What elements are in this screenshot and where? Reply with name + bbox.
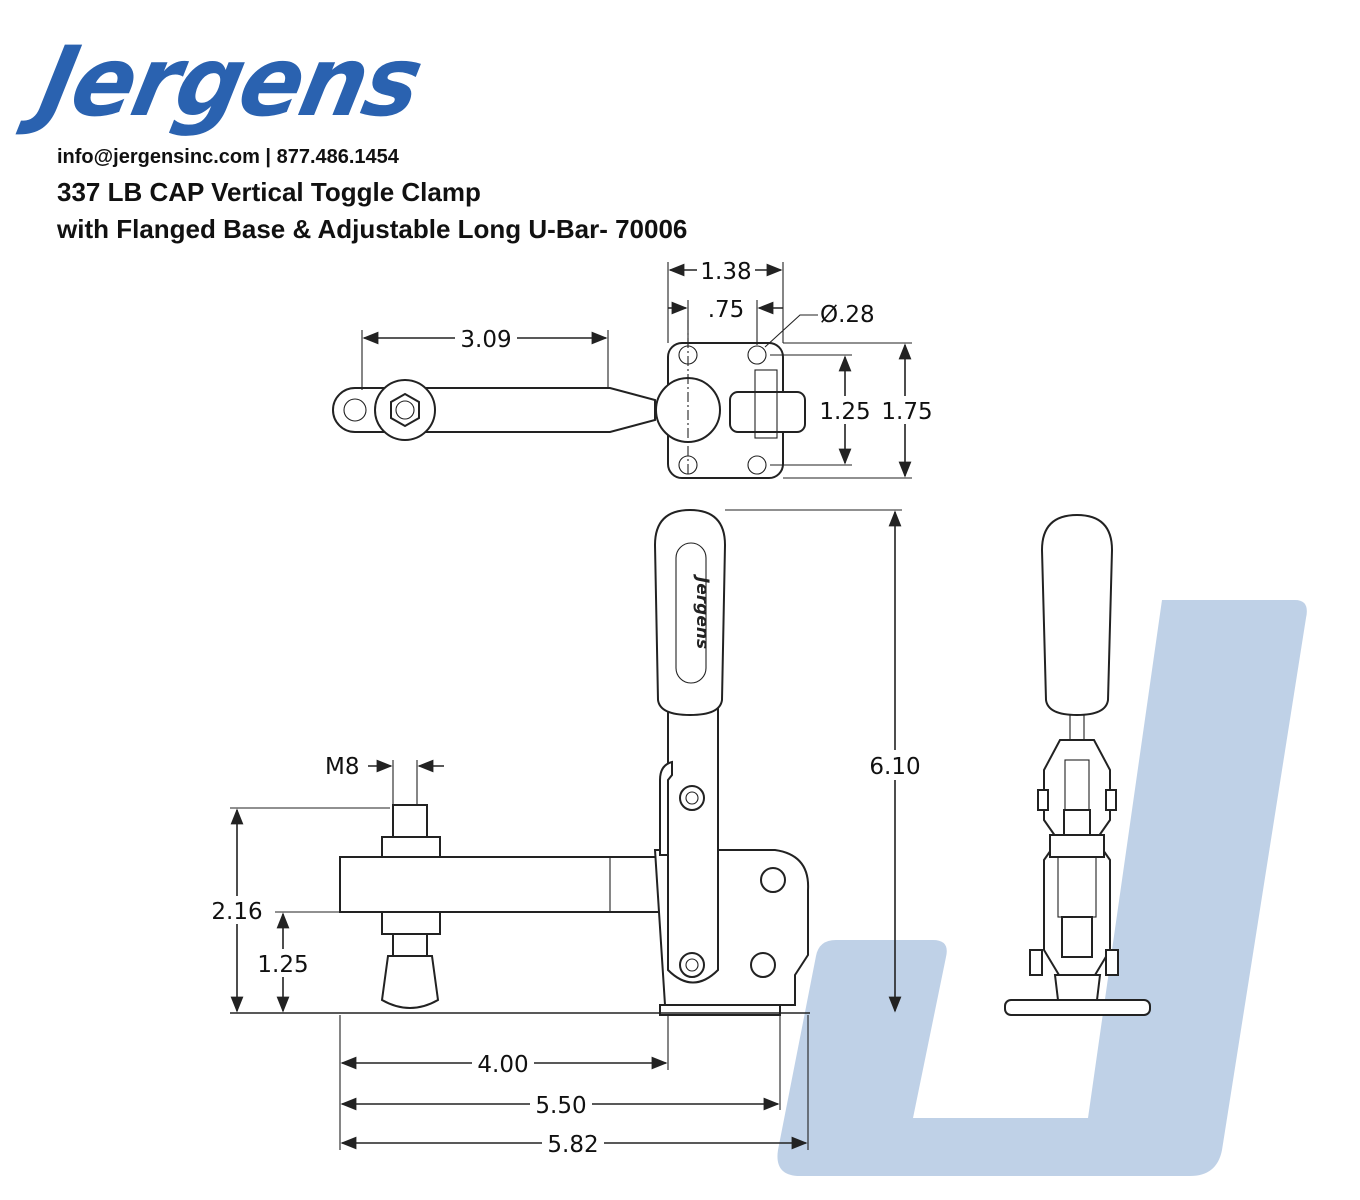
dim-overall-height: 6.10 (869, 754, 920, 780)
dim-base-depth: 1.75 (881, 399, 932, 425)
dim-arm-length: 3.09 (460, 327, 511, 353)
end-view (1004, 513, 1151, 1016)
handle-logo: Jergens (692, 574, 712, 649)
dim-hole-spacing-y: 1.25 (819, 399, 870, 425)
dim-spindle-height: 1.25 (257, 952, 308, 978)
side-view: Jergens M8 2.16 1.25 6.10 4.00 5.50 5.82 (205, 508, 928, 1158)
product-title-line1: 337 LB CAP Vertical Toggle Clamp (57, 177, 481, 207)
dim-hole-spacing-x: .75 (708, 297, 745, 323)
product-title-line2: with Flanged Base & Adjustable Long U-Ba… (57, 214, 688, 244)
dim-base-width: 1.38 (700, 259, 751, 285)
dim-spindle-to-base-end: 5.50 (535, 1093, 586, 1119)
watermark-j-shape (777, 600, 1307, 1176)
dim-overall-length: 5.82 (547, 1132, 598, 1158)
dim-overall-height-arm: 2.16 (211, 899, 262, 925)
dim-thread: M8 (325, 754, 359, 780)
dim-hole-diameter: Ø.28 (820, 302, 875, 328)
contact-info: info@jergensinc.com | 877.486.1454 (57, 146, 399, 168)
dim-spindle-to-pivot: 4.00 (477, 1052, 528, 1078)
top-view: 1.38 .75 Ø.28 3.09 1.25 1.75 (332, 256, 937, 480)
